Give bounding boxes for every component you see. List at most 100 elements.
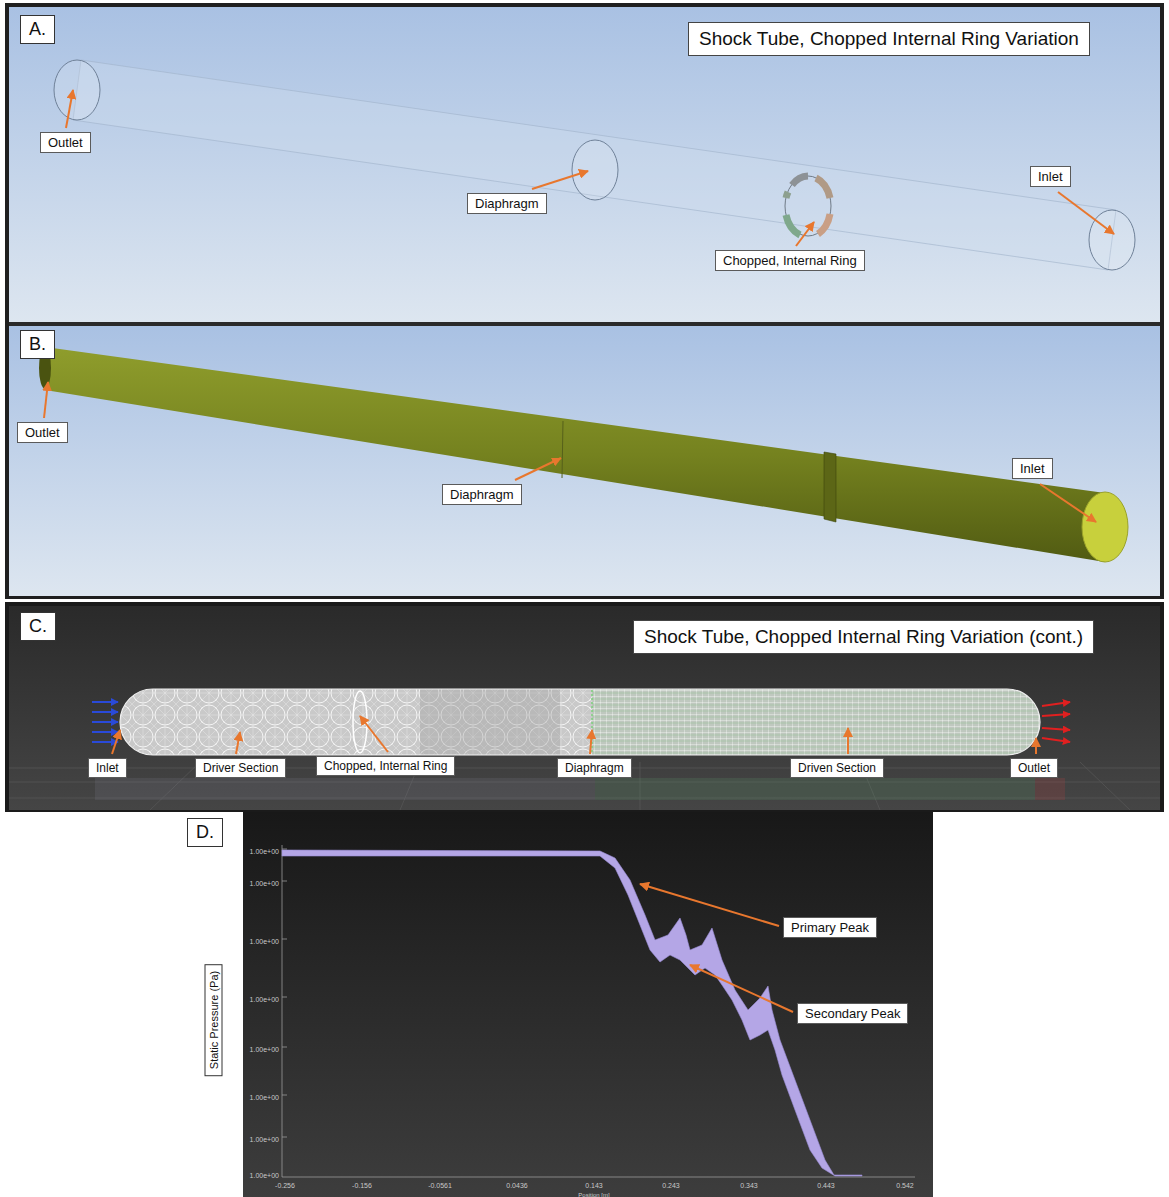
panel-divider	[9, 322, 1160, 326]
leader-line	[1058, 192, 1114, 234]
callout-label-holder: Outlet	[17, 422, 68, 443]
tick-label-holder: 1.00e+00	[219, 1043, 279, 1054]
tick-label: 0.143	[585, 1182, 603, 1189]
panel: C. Shock Tube, Chopped Internal Ring Vari…	[9, 606, 1160, 810]
callout-label: Primary Peak	[783, 917, 877, 938]
axis-title-holder: Static Pressure (Pa)	[204, 964, 223, 1076]
callout-label-holder: Outlet	[1010, 758, 1058, 778]
panel-ground	[0, 812, 1169, 1197]
frame	[5, 602, 1164, 812]
tick-label: 0.243	[662, 1182, 680, 1189]
tick-label-holder: 1.00e+00	[219, 935, 279, 946]
callout-label-holder: Chopped, Internal Ring	[316, 756, 455, 776]
inlet-face	[1089, 210, 1135, 270]
outlet-face	[54, 60, 100, 120]
chart-ground	[243, 812, 933, 1197]
leader-line	[640, 884, 779, 926]
transparent-tube	[54, 60, 1135, 270]
reflection	[1035, 778, 1065, 800]
leader-line	[66, 90, 73, 128]
callout-label-holder: Diaphragm	[467, 193, 547, 214]
driver-waist	[420, 689, 560, 755]
callout-label-holder: Diaphragm	[442, 484, 522, 505]
pressure-band	[282, 850, 862, 1176]
tube-outline	[120, 689, 1040, 755]
tick-label: 1.00e+00	[250, 1046, 279, 1053]
callout-label: Outlet	[17, 422, 68, 443]
panel-letter-holder: A.	[20, 15, 55, 44]
callout-label: Driven Section	[790, 758, 884, 778]
mesh-tube	[120, 689, 1040, 755]
leader-line	[44, 382, 48, 418]
callout-label: Diaphragm	[557, 758, 632, 778]
tick-label-holder: -0.156	[322, 1179, 402, 1190]
solid-tube	[39, 347, 1128, 562]
panel-ground	[9, 7, 1160, 322]
tick-label-holder: 0.143	[554, 1179, 634, 1190]
panel-title-holder: Shock Tube, Chopped Internal Ring Variat…	[688, 22, 1090, 56]
callout-label-holder: Driver Section	[195, 758, 286, 778]
tick-label-holder: 1.00e+00	[219, 993, 279, 1004]
leader-line	[515, 458, 561, 480]
leader-line	[532, 171, 588, 189]
tick-label: 0.542	[896, 1182, 914, 1189]
callout-label-holder: Driven Section	[790, 758, 884, 778]
callout-label-holder: Primary Peak	[783, 917, 877, 938]
panel-title-holder: Shock Tube, Chopped Internal Ring Variat…	[633, 620, 1094, 654]
reflection	[95, 778, 595, 800]
leader-line	[1035, 738, 1037, 754]
tick-label: 1.00e+00	[250, 1172, 279, 1179]
leader-line	[112, 730, 120, 754]
panel: B.	[9, 326, 1160, 596]
tick-label: 1.00e+00	[250, 996, 279, 1003]
callout-label: Inlet	[1012, 458, 1053, 479]
tick-label-holder: 1.00e+00	[219, 877, 279, 888]
tick-label: 1.00e+00	[250, 880, 279, 887]
tick-label-holder: 0.443	[786, 1179, 866, 1190]
leader-lines	[44, 90, 1114, 1012]
callout-label: Secondary Peak	[797, 1003, 908, 1024]
leader-line	[690, 965, 793, 1012]
tick-label: 1.00e+00	[250, 1136, 279, 1143]
tick-label: 0.0436	[506, 1182, 527, 1189]
axis-title: Static Pressure (Pa)	[205, 964, 223, 1076]
callout-label: Diaphragm	[442, 484, 522, 505]
tick-label-holder: 0.0436	[477, 1179, 557, 1190]
panel-letter: C.	[20, 612, 56, 641]
leader-line	[590, 730, 592, 754]
tube-body	[73, 60, 1116, 270]
panel-ground	[9, 606, 1160, 810]
callout-label: Chopped, Internal Ring	[715, 250, 865, 271]
callout-label: Chopped, Internal Ring	[316, 756, 455, 776]
callout-label: Outlet	[40, 132, 91, 153]
tick-label-holder: 0.243	[631, 1179, 711, 1190]
callout-label-holder: Secondary Peak	[797, 1003, 908, 1024]
outlet-arrows	[1042, 702, 1070, 742]
tick-label-holder: 1.00e+00	[219, 1091, 279, 1102]
tick-label: -0.256	[275, 1182, 295, 1189]
panel: D.	[0, 812, 1169, 1197]
callout-label-holder: Chopped, Internal Ring	[715, 250, 865, 271]
tick-label: 1.00e+00	[250, 848, 279, 855]
callout-label: Outlet	[1010, 758, 1058, 778]
driver-mesh	[120, 689, 592, 755]
panel-letter-holder: C.	[20, 612, 56, 641]
chart-axes	[282, 845, 915, 1177]
panel-letter-holder: D.	[187, 818, 223, 847]
tick-label-holder: 0.542	[865, 1179, 945, 1190]
axis-title-holder: Position [m]	[554, 1188, 634, 1197]
panel-letter: A.	[20, 15, 55, 44]
tick-label-holder: 1.00e+00	[219, 845, 279, 856]
leader-line	[360, 716, 388, 752]
inlet-arrows	[92, 702, 118, 742]
tick-label: 0.343	[740, 1182, 758, 1189]
inlet-face	[1082, 492, 1128, 562]
tick-label: 1.00e+00	[250, 938, 279, 945]
callout-label-holder: Inlet	[1030, 166, 1071, 187]
callout-label-holder: Diaphragm	[557, 758, 632, 778]
tick-label: 0.443	[817, 1182, 835, 1189]
callout-label-holder: Inlet	[88, 758, 127, 778]
callout-label: Inlet	[88, 758, 127, 778]
